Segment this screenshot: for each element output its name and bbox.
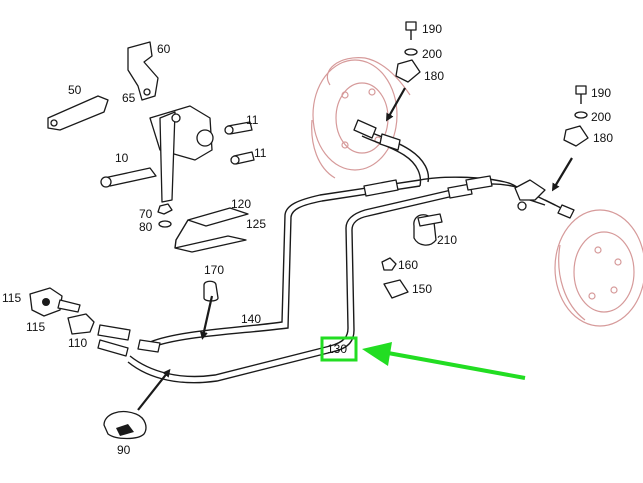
callout-115-upper: 115	[2, 291, 21, 305]
lever-assembly-part-10	[100, 105, 214, 203]
bracket-part-50	[47, 95, 109, 131]
end-fitting-part-115	[29, 287, 95, 335]
hardware-upper	[395, 21, 421, 83]
spring-clip-part-120	[174, 207, 249, 253]
callout-65: 65	[122, 91, 136, 105]
callout-70: 70	[139, 207, 153, 221]
callout-180-right: 180	[593, 131, 613, 145]
callout-210: 210	[437, 233, 457, 247]
nuts-part-70-80	[157, 203, 173, 228]
clip-part-60	[127, 41, 159, 101]
grommet-part-170	[203, 280, 219, 302]
cable-to-upper-hub	[353, 119, 430, 187]
callout-120: 120	[231, 197, 251, 211]
callout-110: 110	[68, 336, 87, 350]
callout-160: 160	[398, 258, 418, 272]
callout-11-upper: 11	[246, 113, 259, 127]
callout-125: 125	[246, 217, 266, 231]
cable-to-lower-hub	[514, 179, 575, 219]
callout-90: 90	[117, 443, 131, 457]
wheel-hub-lower-right	[554, 209, 643, 327]
leader-arrows	[137, 87, 573, 411]
callout-11-lower: 11	[254, 146, 267, 160]
callout-200-right: 200	[591, 110, 611, 124]
callout-150: 150	[412, 282, 432, 296]
callout-180-upper: 180	[424, 69, 444, 83]
callout-140: 140	[241, 312, 261, 326]
highlight-arrow-shaft	[387, 351, 526, 380]
pins-part-11	[224, 121, 255, 165]
highlight-arrow-head	[362, 342, 392, 366]
callout-190-right: 190	[591, 86, 611, 100]
highlight-box	[320, 336, 358, 362]
callout-200-upper: 200	[422, 47, 442, 61]
bracket-part-150-160	[381, 257, 409, 299]
highlight-130	[320, 336, 526, 380]
callout-labels: 10 11 11 50 60 65 70 80 90 110 115 115 1…	[2, 22, 613, 457]
callout-10: 10	[115, 151, 129, 165]
wheel-hub-upper-right	[311, 57, 411, 179]
callout-170: 170	[204, 263, 224, 277]
clamp-part-210	[413, 213, 443, 246]
callout-130: 130	[327, 342, 347, 356]
callout-80: 80	[139, 220, 153, 234]
callout-115-lower: 115	[26, 320, 45, 334]
hardware-right	[563, 85, 589, 147]
callout-50: 50	[68, 83, 82, 97]
cable-connectors	[97, 175, 493, 357]
callout-190-upper: 190	[422, 22, 442, 36]
cap-part-90	[103, 410, 147, 440]
callout-60: 60	[157, 42, 171, 56]
